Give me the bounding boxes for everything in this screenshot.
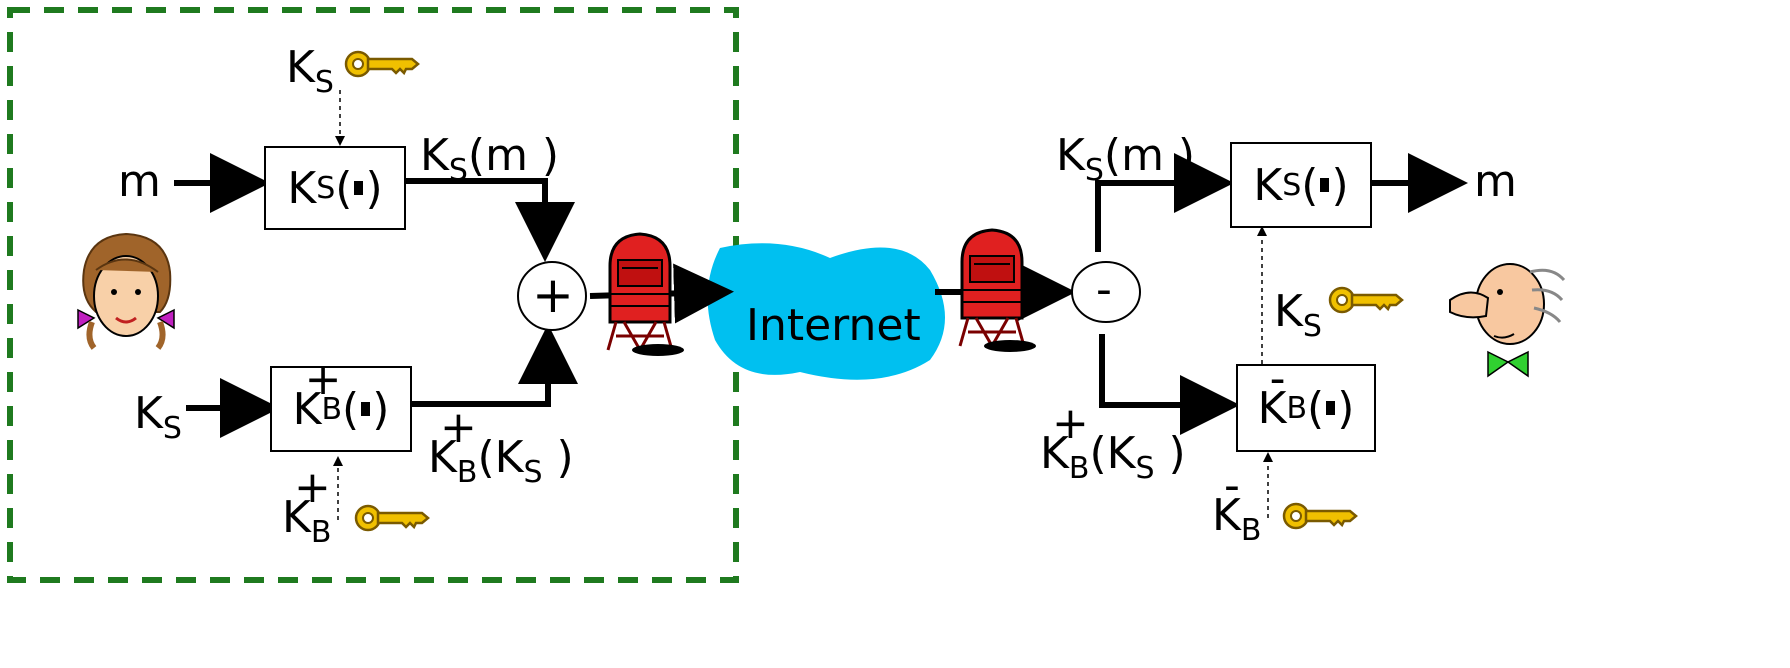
sender-key-kb-label: +KB	[282, 462, 332, 550]
key-icon	[354, 504, 430, 532]
combiner-symbol: +	[532, 266, 574, 324]
placeholder-dot	[1326, 401, 1336, 415]
receiver-key-kbpriv-label: -KB	[1212, 460, 1262, 548]
alice-icon	[77, 232, 175, 350]
arrow-minus-to-priv	[1099, 334, 1240, 435]
sender-input-m: m	[118, 156, 161, 207]
internet-cloud	[707, 243, 945, 380]
receiver-in-pub-label: +KB(KS )	[1040, 398, 1186, 486]
receiver-output-m: m	[1474, 156, 1517, 207]
key-icon	[344, 50, 420, 78]
arrow-pub-to-plus	[410, 324, 578, 407]
key-icon	[1282, 502, 1358, 530]
arrow-sym-to-plus	[404, 178, 575, 262]
bob-icon	[1449, 263, 1566, 378]
arrow-minus-to-sym	[1095, 153, 1234, 252]
placeholder-dot	[361, 402, 371, 416]
receiver-in-sym-label: KS(m )	[1056, 130, 1196, 188]
sender-input-ks: KS	[134, 388, 182, 446]
combiner-circle	[517, 261, 587, 331]
sender-out-sym-label: KS(m )	[420, 130, 560, 188]
placeholder-dot	[1320, 178, 1330, 192]
placeholder-dot	[354, 181, 364, 195]
sender-key-ks-label: KS	[286, 42, 334, 100]
internet-label: Internet	[746, 300, 921, 351]
sender-out-pub-label: +KB(KS )	[428, 402, 574, 490]
receiver-ks-label: KS	[1274, 286, 1322, 344]
splitter-circle	[1071, 261, 1141, 323]
key-icon	[1328, 286, 1404, 314]
splitter-symbol: -	[1096, 264, 1112, 315]
